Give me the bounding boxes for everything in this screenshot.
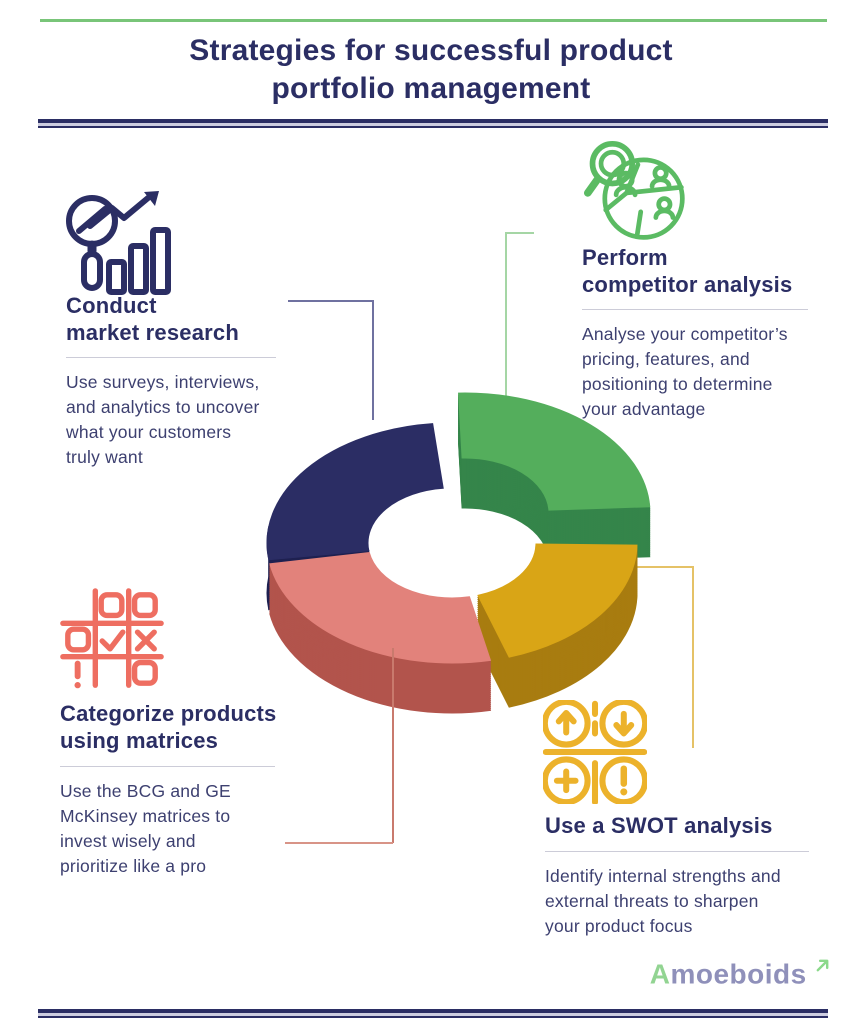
- grid-symbols-icon: [60, 588, 164, 689]
- connector-competitor-analysis: [505, 232, 534, 234]
- section-body-competitor-analysis: Analyse your competitor’s pricing, featu…: [582, 324, 788, 419]
- connector-swot: [692, 566, 694, 748]
- magnifier-people-icon: [584, 140, 685, 240]
- magnifier-bar-chart-icon: [66, 191, 171, 295]
- header-divider: [38, 119, 828, 128]
- up-right-arrow-icon: [816, 959, 829, 972]
- brand-logo: Amoeboids: [650, 958, 830, 990]
- brand-prefix: A: [649, 958, 671, 990]
- page-title: Strategies for successful product portfo…: [189, 34, 673, 105]
- section-divider: [66, 357, 276, 358]
- section-heading-competitor-analysis: Perform competitor analysis: [582, 245, 793, 297]
- connector-swot: [617, 566, 693, 568]
- section-heading-swot: Use a SWOT analysis: [545, 813, 773, 838]
- connector-competitor-analysis: [505, 232, 507, 412]
- connector-market-research: [372, 300, 374, 420]
- section-divider: [60, 766, 275, 767]
- section-divider: [582, 309, 808, 310]
- swot-arrows-grid-icon: [543, 700, 647, 804]
- section-heading-market-research: Conduct market research: [66, 293, 240, 345]
- section-heading-categorize: Categorize products using matrices: [60, 701, 277, 753]
- brand-name: moeboids: [670, 958, 807, 990]
- section-divider: [545, 851, 809, 852]
- connector-market-research: [288, 300, 373, 302]
- footer-divider: [38, 1009, 828, 1018]
- top-green-rule: [40, 19, 827, 22]
- section-body-market-research: Use surveys, interviews, and analytics t…: [66, 372, 260, 467]
- connector-categorize: [392, 648, 394, 843]
- connector-categorize: [285, 842, 393, 844]
- section-body-swot: Identify internal strengths and external…: [545, 866, 781, 936]
- section-body-categorize: Use the BCG and GE McKinsey matrices to …: [60, 781, 231, 876]
